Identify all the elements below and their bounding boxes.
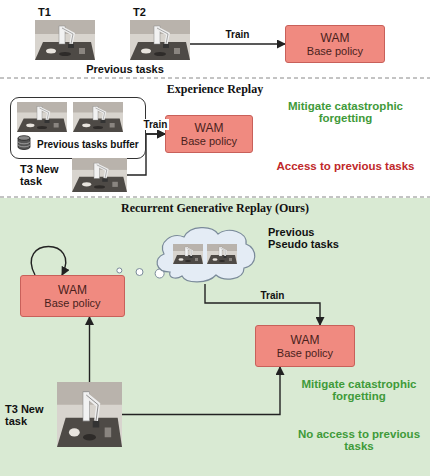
robot-scene	[73, 102, 123, 132]
task-label: T1	[38, 6, 95, 18]
robot-scene	[72, 158, 127, 192]
edge-label: Train	[259, 290, 287, 301]
benefit-note: Mitigate catastrophic forgetting	[292, 378, 426, 402]
connector	[205, 284, 320, 325]
node-text: WAM	[321, 31, 350, 45]
robot-image	[72, 158, 127, 192]
edge-label: Train	[224, 29, 252, 40]
robot-scene	[130, 20, 190, 60]
divider	[0, 197, 430, 198]
benefit-note: No access to previous tasks	[292, 428, 426, 452]
bubble	[117, 268, 122, 273]
node-text: WAM	[291, 333, 320, 347]
node-text: Base policy	[307, 45, 363, 57]
robot-scene	[207, 244, 237, 264]
edge-label: Train	[141, 119, 169, 130]
robot-scene	[17, 102, 67, 132]
divider	[0, 78, 430, 79]
node-text: Previous tasks buffer	[37, 139, 139, 150]
thought-cloud: Previous Pseudo tasks	[150, 222, 260, 284]
cloud-shape	[150, 222, 260, 284]
policy-box: WAMBase policy	[285, 25, 385, 63]
task-label: T3 New task	[5, 403, 53, 427]
cloud-label: Previous Pseudo tasks	[268, 226, 348, 250]
task-label: T2	[133, 6, 190, 18]
task-image: T1	[35, 6, 95, 60]
robot-image	[35, 20, 95, 60]
benefit-note: Mitigate catastrophic forgetting	[268, 100, 423, 124]
connector	[89, 317, 90, 382]
robot-image	[17, 102, 67, 132]
database-icon	[17, 135, 31, 154]
robot-image	[173, 244, 203, 264]
node-text: Base policy	[44, 297, 100, 309]
robot-image	[57, 382, 122, 447]
section-title: Experience Replay	[140, 82, 290, 97]
task-label: T3 New task	[20, 163, 68, 187]
connector	[31, 247, 66, 276]
section-title: Recurrent Generative Replay (Ours)	[80, 201, 350, 216]
new-task: T3 New task	[5, 382, 122, 447]
connector	[122, 367, 280, 415]
robot-scene	[173, 244, 203, 264]
robot-image	[130, 20, 190, 60]
robot-image	[207, 244, 237, 264]
green-section	[0, 198, 430, 476]
replay-buffer: Previous tasks buffer	[10, 97, 146, 159]
robot-scene	[57, 382, 122, 447]
robot-image	[73, 102, 123, 132]
pseudo-images	[173, 244, 237, 264]
policy-box: WAMBase policy	[255, 325, 355, 367]
connector	[190, 43, 285, 44]
task-image: T2	[130, 6, 190, 60]
robot-scene	[35, 20, 95, 60]
policy-box: WAMBase policy	[20, 275, 125, 317]
policy-box: WAMBase policy	[165, 115, 253, 153]
group-label: Previous tasks	[55, 63, 195, 75]
drawback-note: Access to previous tasks	[268, 160, 423, 172]
new-task: T3 New task	[20, 158, 127, 192]
database-icon	[17, 135, 31, 150]
buffer-label-row: Previous tasks buffer	[17, 135, 139, 154]
node-text: Base policy	[277, 347, 333, 359]
image-row	[17, 102, 139, 132]
node-text: WAM	[195, 121, 224, 135]
bubble	[136, 269, 143, 276]
node-text: WAM	[58, 283, 87, 297]
node-text: Base policy	[181, 135, 237, 147]
